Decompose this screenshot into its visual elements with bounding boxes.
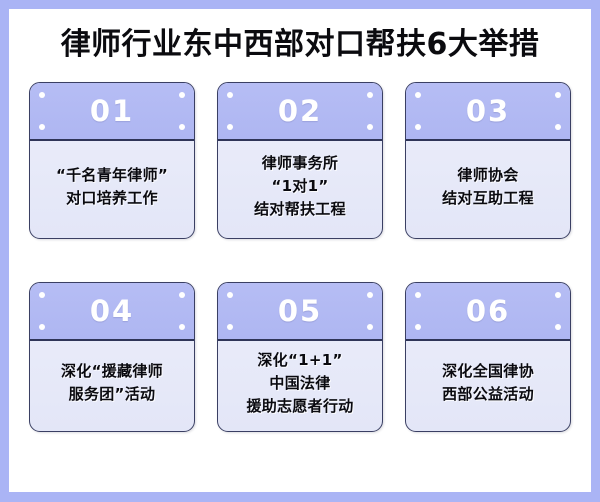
- punch-hole-icon: [39, 92, 45, 98]
- punch-hole-icon: [39, 124, 45, 130]
- punch-hole-icon: [555, 292, 561, 298]
- card-text-line: “千名青年律师”: [55, 165, 169, 184]
- card-number-04: 04: [89, 294, 135, 328]
- card-text-line: 对口培养工作: [66, 188, 158, 207]
- punch-hole-icon: [415, 92, 421, 98]
- card-text-line: 结对帮扶工程: [254, 200, 346, 218]
- card-number-06: 06: [465, 294, 511, 328]
- punch-hole-icon: [227, 324, 233, 330]
- card-body-01: “千名青年律师” 对口培养工作: [30, 141, 194, 238]
- card-header-03: 03: [406, 83, 570, 141]
- punch-hole-icon: [415, 292, 421, 298]
- card-header-02: 02: [218, 83, 382, 141]
- punch-hole-icon: [179, 292, 185, 298]
- punch-hole-icon: [179, 124, 185, 130]
- card-text-line: 深化“援藏律师: [61, 362, 163, 380]
- punch-hole-icon: [415, 124, 421, 130]
- card-number-01: 01: [89, 94, 135, 128]
- punch-hole-icon: [367, 92, 373, 98]
- card-text-line: 援助志愿者行动: [246, 396, 354, 415]
- measure-card-03[interactable]: 03 律师协会 结对互助工程: [405, 82, 571, 239]
- card-text-line: 深化全国律协: [442, 362, 534, 380]
- card-text-line: 中国法律: [269, 373, 331, 392]
- card-header-06: 06: [406, 283, 570, 341]
- punch-hole-icon: [179, 92, 185, 98]
- punch-hole-icon: [39, 324, 45, 330]
- card-header-04: 04: [30, 283, 194, 341]
- card-text-line: 结对互助工程: [442, 188, 534, 207]
- punch-hole-icon: [555, 324, 561, 330]
- card-text-line: 律师事务所: [261, 154, 339, 172]
- card-number-03: 03: [465, 94, 511, 128]
- card-body-03: 律师协会 结对互助工程: [406, 141, 570, 238]
- card-text-line: 律师协会: [457, 165, 519, 184]
- card-header-05: 05: [218, 283, 382, 341]
- punch-hole-icon: [227, 124, 233, 130]
- card-text-line: 服务团”活动: [68, 385, 156, 403]
- punch-hole-icon: [39, 292, 45, 298]
- punch-hole-icon: [555, 124, 561, 130]
- measure-card-grid: 01 “千名青年律师” 对口培养工作 02 律师事务所 “1: [29, 82, 571, 432]
- punch-hole-icon: [179, 324, 185, 330]
- measure-card-01[interactable]: 01 “千名青年律师” 对口培养工作: [29, 82, 195, 239]
- measure-card-06[interactable]: 06 深化全国律协 西部公益活动: [405, 282, 571, 432]
- card-header-01: 01: [30, 83, 194, 141]
- punch-hole-icon: [555, 92, 561, 98]
- page-title: 律师行业东中西部对口帮扶6大举措: [60, 27, 540, 62]
- measure-card-04[interactable]: 04 深化“援藏律师 服务团”活动: [29, 282, 195, 432]
- card-number-05: 05: [277, 294, 323, 328]
- punch-hole-icon: [367, 324, 373, 330]
- card-body-02: 律师事务所 “1对1” 结对帮扶工程: [218, 141, 382, 238]
- punch-hole-icon: [227, 292, 233, 298]
- measure-card-05[interactable]: 05 深化“1+1” 中国法律 援助志愿者行动: [217, 282, 383, 432]
- card-text-line: 深化“1+1”: [257, 350, 343, 369]
- punch-hole-icon: [367, 292, 373, 298]
- punch-hole-icon: [227, 92, 233, 98]
- card-body-05: 深化“1+1” 中国法律 援助志愿者行动: [218, 341, 382, 431]
- card-body-06: 深化全国律协 西部公益活动: [406, 341, 570, 431]
- card-number-02: 02: [277, 94, 323, 128]
- card-text-line: “1对1”: [271, 177, 329, 195]
- poster-inner: 律师行业东中西部对口帮扶6大举措 01 “千名青年律师” 对口培养工作: [9, 9, 591, 492]
- punch-hole-icon: [415, 324, 421, 330]
- punch-hole-icon: [367, 124, 373, 130]
- card-body-04: 深化“援藏律师 服务团”活动: [30, 341, 194, 431]
- card-text-line: 西部公益活动: [442, 385, 534, 403]
- measure-card-02[interactable]: 02 律师事务所 “1对1” 结对帮扶工程: [217, 82, 383, 239]
